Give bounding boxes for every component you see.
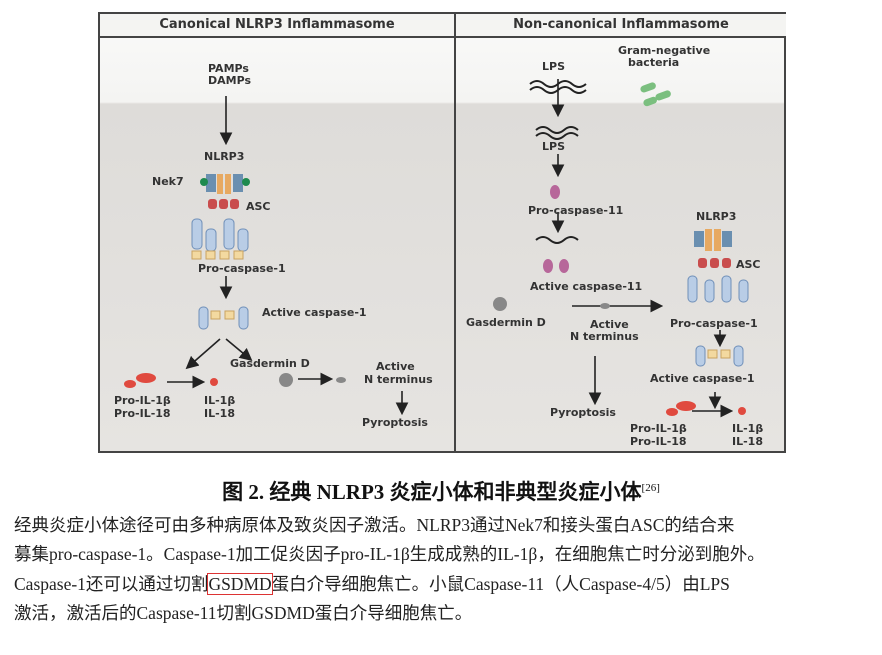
label-pyroptosis: Pyroptosis: [362, 416, 428, 429]
panel-divider: [454, 14, 456, 451]
label-n-terminus: N terminus: [364, 373, 433, 386]
label-pro-il-18-right: Pro-IL-18: [630, 435, 687, 448]
caption-text: 图 2. 经典 NLRP3 炎症小体和非典型炎症小体: [222, 480, 642, 504]
label-il-18-right: IL-18: [732, 435, 763, 448]
lps-squiggles: [529, 80, 587, 244]
right-nlrp3-complex-icon: [687, 229, 749, 367]
body-line-2: 募集pro-caspase-1。Caspase-1加工促炎因子pro-IL-1β…: [14, 544, 765, 564]
body-text: Caspase-1还可以通过切割: [14, 574, 209, 594]
label-gasdermin-d-right: Gasdermin D: [466, 316, 546, 329]
highlighted-gsdmd: GSDMD: [207, 573, 273, 595]
gasdermin-icons: [279, 297, 610, 387]
label-nek7: Nek7: [152, 175, 184, 188]
label-asc-right: ASC: [736, 258, 761, 271]
label-bacteria: bacteria: [628, 56, 680, 69]
caption-ref: [26]: [641, 482, 660, 494]
body-text: 蛋白介导细胞焦亡。小鼠Caspase-11（人Caspase-4/5）由LPS: [271, 574, 730, 594]
il1b-icons: [124, 373, 746, 416]
label-il-18: IL-18: [204, 407, 235, 420]
label-pro-caspase-1-right: Pro-caspase-1: [670, 317, 758, 330]
label-pyroptosis-right: Pyroptosis: [550, 406, 616, 419]
label-pro-il-1b: Pro-IL-1β: [114, 394, 171, 407]
pathway-graphics: [124, 79, 749, 418]
label-gasdermin-d: Gasdermin D: [230, 357, 310, 370]
body-line-3: Caspase-1还可以通过切割GSDMD蛋白介导细胞焦亡。小鼠Caspase-…: [14, 571, 730, 596]
label-lps-2: LPS: [542, 140, 565, 153]
label-nlrp3: NLRP3: [204, 150, 245, 163]
caspase11-icons: [543, 185, 569, 273]
label-lps: LPS: [542, 60, 565, 73]
label-pro-caspase-11: Pro-caspase-11: [528, 204, 624, 217]
bacteria-icon: [640, 82, 671, 107]
label-active-caspase-1-right: Active caspase-1: [650, 372, 755, 385]
nlrp3-complex-icon: [191, 174, 250, 260]
body-line-1: 经典炎症小体途径可由多种病原体及致炎因子激活。NLRP3通过Nek7和接头蛋白A…: [14, 515, 735, 535]
inflammasome-diagram: Canonical NLRP3 Inflammasome Non-canonic…: [98, 12, 786, 453]
label-active: Active: [376, 360, 415, 373]
label-pro-caspase-1: Pro-caspase-1: [198, 262, 286, 275]
label-pamps: PAMPs: [208, 62, 249, 75]
label-asc: ASC: [246, 200, 271, 213]
body-line-4: 激活，激活后的Caspase-11切割GSDMD蛋白介导细胞焦亡。: [14, 603, 473, 623]
label-nlrp3-right: NLRP3: [696, 210, 737, 223]
label-il-1b-right: IL-1β: [732, 422, 764, 435]
label-pro-il-18: Pro-IL-18: [114, 407, 171, 420]
label-active-caspase-1: Active caspase-1: [262, 306, 367, 319]
label-il-1b: IL-1β: [204, 394, 236, 407]
canonical-title: Canonical NLRP3 Inflammasome: [100, 14, 454, 38]
label-n-terminus-right: N terminus: [570, 330, 639, 343]
label-pro-il-1b-right: Pro-IL-1β: [630, 422, 687, 435]
figure-caption: 图 2. 经典 NLRP3 炎症小体和非典型炎症小体[26]: [0, 476, 882, 506]
label-active-caspase-11: Active caspase-11: [530, 280, 643, 293]
label-active-right: Active: [590, 318, 629, 331]
active-caspase1-icon: [198, 306, 249, 330]
noncanonical-title: Non-canonical Inflammasome: [456, 14, 786, 38]
label-gram-negative: Gram-negative: [618, 44, 711, 57]
label-damps: DAMPs: [208, 74, 252, 87]
